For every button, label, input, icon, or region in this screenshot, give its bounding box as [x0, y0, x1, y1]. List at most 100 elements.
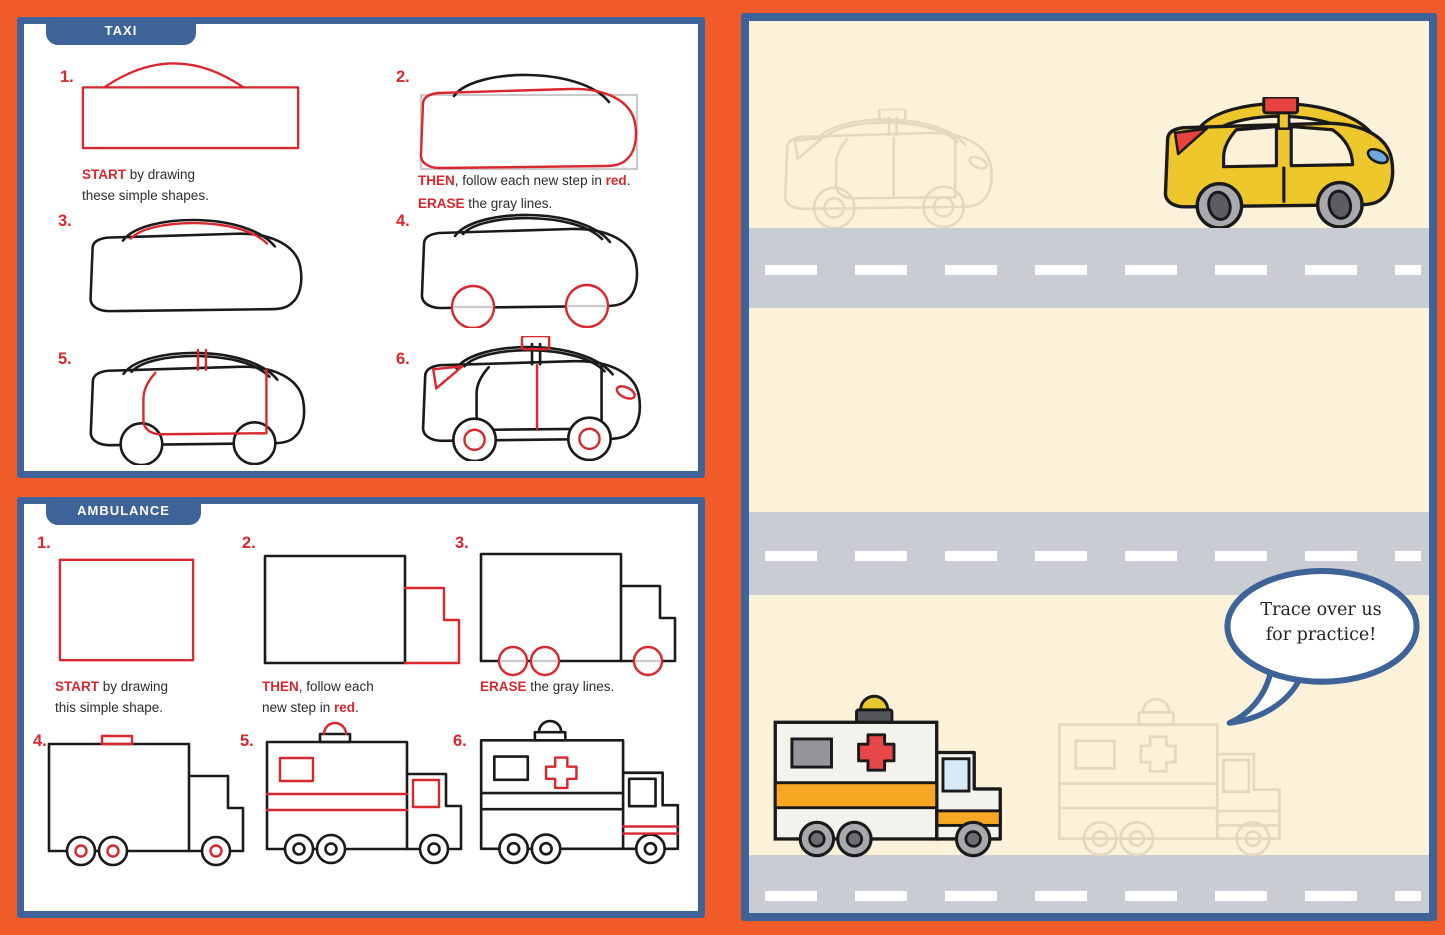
hub	[964, 830, 982, 848]
taxi-step-6-number: 6.	[396, 350, 410, 368]
wheel	[1235, 820, 1271, 857]
front-wheel	[232, 421, 277, 465]
roof-light-base	[318, 732, 352, 744]
rear-wheel	[450, 284, 496, 328]
ambulance-instruction-panel: AMBULANCE 1. START by drawing this simpl…	[17, 497, 705, 918]
taxi-instruction-panel: TAXI 1. START by drawing these simple sh…	[17, 17, 705, 478]
wheel	[922, 185, 966, 228]
taxi-step-4-number: 4.	[396, 212, 410, 230]
roof-arc-outer	[121, 218, 277, 248]
cabin-outline	[142, 368, 268, 436]
speech-bubble-text: Trace over us for practice!	[1260, 600, 1382, 645]
taxi-step-2-caption: THEN, follow each new step in red. ERASE…	[418, 173, 631, 211]
cab-outline	[403, 586, 461, 665]
practice-page: Trace over us for practice!	[741, 13, 1437, 921]
wheel	[418, 833, 450, 865]
rear-window-triangle	[793, 136, 827, 162]
body-stripe	[773, 781, 939, 810]
taxi-step-2-number: 2.	[396, 68, 410, 86]
hub	[209, 844, 223, 858]
body-rectangle	[81, 86, 300, 150]
hub	[106, 844, 120, 858]
cab-window	[1222, 758, 1251, 794]
taxi-step-5-drawing	[89, 348, 306, 465]
hub	[823, 197, 846, 219]
side-window	[493, 755, 530, 782]
ambulance-step-2-caption: THEN, follow each new step in red.	[262, 679, 374, 715]
roof-arc-outer	[453, 213, 612, 244]
hub	[845, 830, 864, 848]
light-dome	[1141, 697, 1171, 714]
cab-outline	[621, 771, 680, 851]
taxi-step-1-caption: START by drawing these simple shapes.	[82, 167, 209, 203]
hub	[292, 842, 306, 856]
wheel	[498, 833, 530, 865]
speech-bubble-shape	[1224, 568, 1420, 726]
side-window	[790, 737, 833, 769]
wheel	[812, 186, 856, 228]
taxi-step-3-number: 3.	[58, 212, 72, 230]
box-body	[263, 554, 407, 665]
side-window	[278, 756, 315, 783]
car-body	[89, 232, 303, 313]
car-body	[784, 131, 993, 211]
ambulance-trace-outline	[1058, 697, 1281, 857]
roof-arc-inner	[461, 216, 604, 241]
car-body	[419, 87, 638, 170]
wheel	[283, 833, 315, 865]
light-dome	[859, 694, 890, 712]
roof-arc	[103, 62, 245, 89]
taxi-step-1-number: 1.	[60, 68, 74, 86]
taxi-step-4-drawing	[420, 213, 639, 328]
headlight	[1366, 147, 1390, 165]
taxi-sign	[1262, 97, 1300, 115]
roof-light-base	[1137, 710, 1175, 726]
road-bottom	[749, 855, 1429, 913]
cab-outline	[187, 774, 245, 853]
front-wheel	[564, 283, 610, 328]
box-body	[1058, 723, 1219, 840]
taxi-panel-tab: TAXI	[46, 17, 196, 45]
taxi-step-5-number: 5.	[58, 350, 72, 368]
roof-light-base	[533, 730, 567, 742]
hub	[1244, 830, 1262, 848]
front-hub	[1327, 189, 1353, 220]
roof-light-base	[100, 734, 134, 746]
wheel	[1082, 820, 1118, 857]
ambulance-step-5-number: 5.	[240, 732, 254, 750]
roof-light-base	[855, 708, 894, 724]
front-wheel	[566, 416, 612, 461]
rear-window-triangle	[432, 365, 464, 390]
hub	[324, 842, 338, 856]
speech-bubble: Trace over us for practice!	[1209, 566, 1431, 732]
car-body	[89, 365, 306, 447]
taxi-sign	[520, 336, 551, 351]
hub	[427, 842, 441, 856]
taxi-trace-outline	[784, 109, 993, 228]
car-body	[421, 359, 642, 443]
ambulance-step-3-number: 3.	[455, 534, 469, 552]
road-dashes	[765, 550, 1421, 561]
bubble-tail	[1226, 663, 1303, 726]
wheel	[529, 645, 561, 677]
taxi-sign	[878, 109, 907, 123]
car-body	[420, 227, 639, 310]
light-dome	[322, 721, 348, 736]
rear-wheel	[452, 417, 498, 461]
ambulance-step-3-drawing	[479, 552, 677, 677]
road-top	[749, 228, 1429, 308]
road-dashes	[765, 891, 1421, 901]
hub	[1091, 830, 1109, 848]
red-cross	[857, 733, 896, 772]
wheel	[315, 833, 347, 865]
hub	[808, 830, 826, 848]
headlight	[968, 155, 988, 170]
side-window	[1074, 739, 1116, 770]
ambulance-step-6-drawing	[479, 719, 680, 865]
ambulance-step-2-number: 2.	[242, 534, 256, 552]
box-body	[479, 552, 623, 663]
ambulance-step-6-number: 6.	[453, 732, 467, 750]
front-hub	[578, 427, 601, 451]
wheel	[497, 645, 529, 677]
wheel	[97, 835, 129, 867]
